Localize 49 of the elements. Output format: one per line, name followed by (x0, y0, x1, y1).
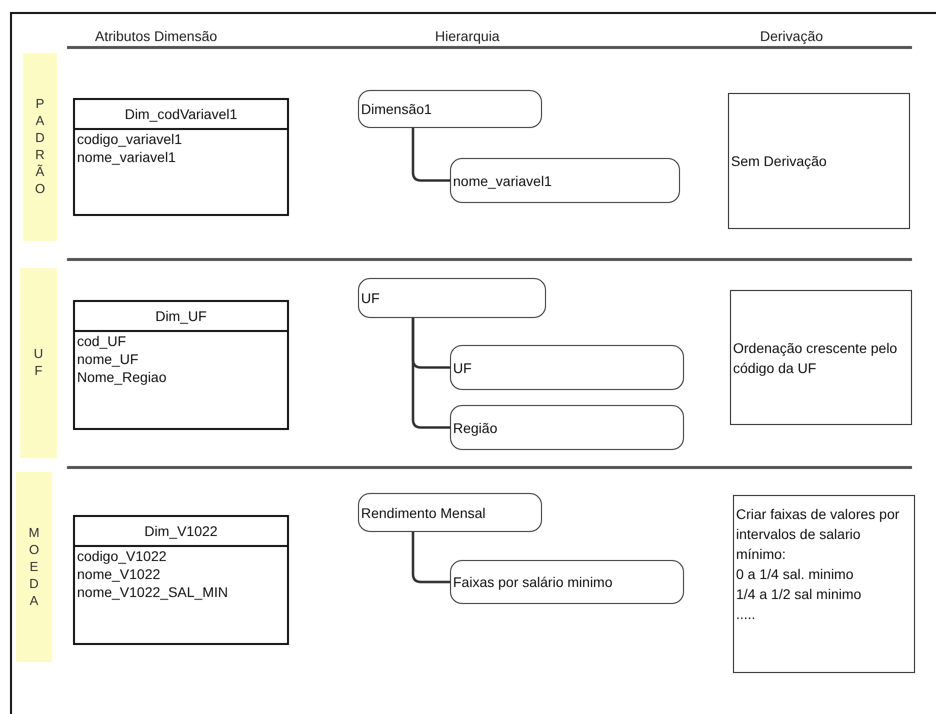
column-header: Hierarquia (435, 28, 500, 44)
attribute-text: cod_UF (76, 332, 128, 350)
node-text: nome_variavel1 (453, 172, 552, 188)
section-band (16, 472, 52, 662)
hierarchy-node (450, 560, 684, 604)
attribute-text: codigo_V1022 (76, 547, 168, 565)
dimension-table (73, 300, 289, 430)
section-band (23, 53, 57, 241)
derivation-text: Ordenação crescente pelo código da UF (733, 338, 898, 378)
connector-line (412, 318, 450, 429)
hierarchy-node (358, 90, 542, 128)
section-label: MOEDA (26, 524, 42, 610)
node-text: Rendimento Mensal (361, 504, 486, 520)
connector-line (412, 532, 450, 584)
hierarchy-node (450, 158, 680, 203)
table-title: Dim_V1022 (75, 517, 287, 547)
attribute-text: nome_UF (76, 350, 140, 368)
table-title: Dim_codVariavel1 (75, 100, 287, 130)
attribute-text: Nome_Regiao (76, 368, 168, 386)
attribute-text: nome_V1022_SAL_MIN (76, 583, 229, 601)
section-label: UF (31, 346, 46, 380)
node-text: UF (453, 360, 472, 376)
node-text: Faixas por salário minimo (453, 574, 612, 590)
derivation-box (730, 290, 912, 425)
derivation-box (733, 495, 915, 673)
derivation-text: Sem Derivação (731, 152, 828, 171)
node-text: Dimensão1 (361, 101, 432, 117)
derivation-text: 0 a 1/4 sal. minimo (736, 565, 854, 584)
dimension-table (73, 515, 289, 645)
derivation-box (728, 93, 910, 229)
table-title: Dim_UF (75, 302, 287, 332)
attribute-text: nome_V1022 (76, 565, 162, 583)
node-text: UF (361, 290, 380, 306)
connector-line (412, 128, 450, 182)
section-band (20, 268, 57, 458)
attribute-text: codigo_variavel1 (76, 130, 184, 148)
node-text: Região (453, 420, 498, 436)
column-header: Atributos Dimensão (95, 28, 218, 44)
derivation-text: 1/4 a 1/2 sal minimo (736, 585, 862, 604)
hierarchy-node (358, 493, 542, 532)
hierarchy-node (450, 345, 684, 390)
derivation-text: Criar faixas de valores por intervalos de salario mínimo: (736, 505, 900, 564)
hierarchy-node (358, 278, 546, 318)
column-header: Derivação (760, 28, 824, 44)
attribute-text: nome_variavel1 (76, 148, 177, 166)
dimension-table (73, 98, 289, 216)
section-label: PADRÃO (32, 96, 48, 198)
hierarchy-node (450, 405, 684, 450)
derivation-text: ..... (736, 605, 756, 624)
